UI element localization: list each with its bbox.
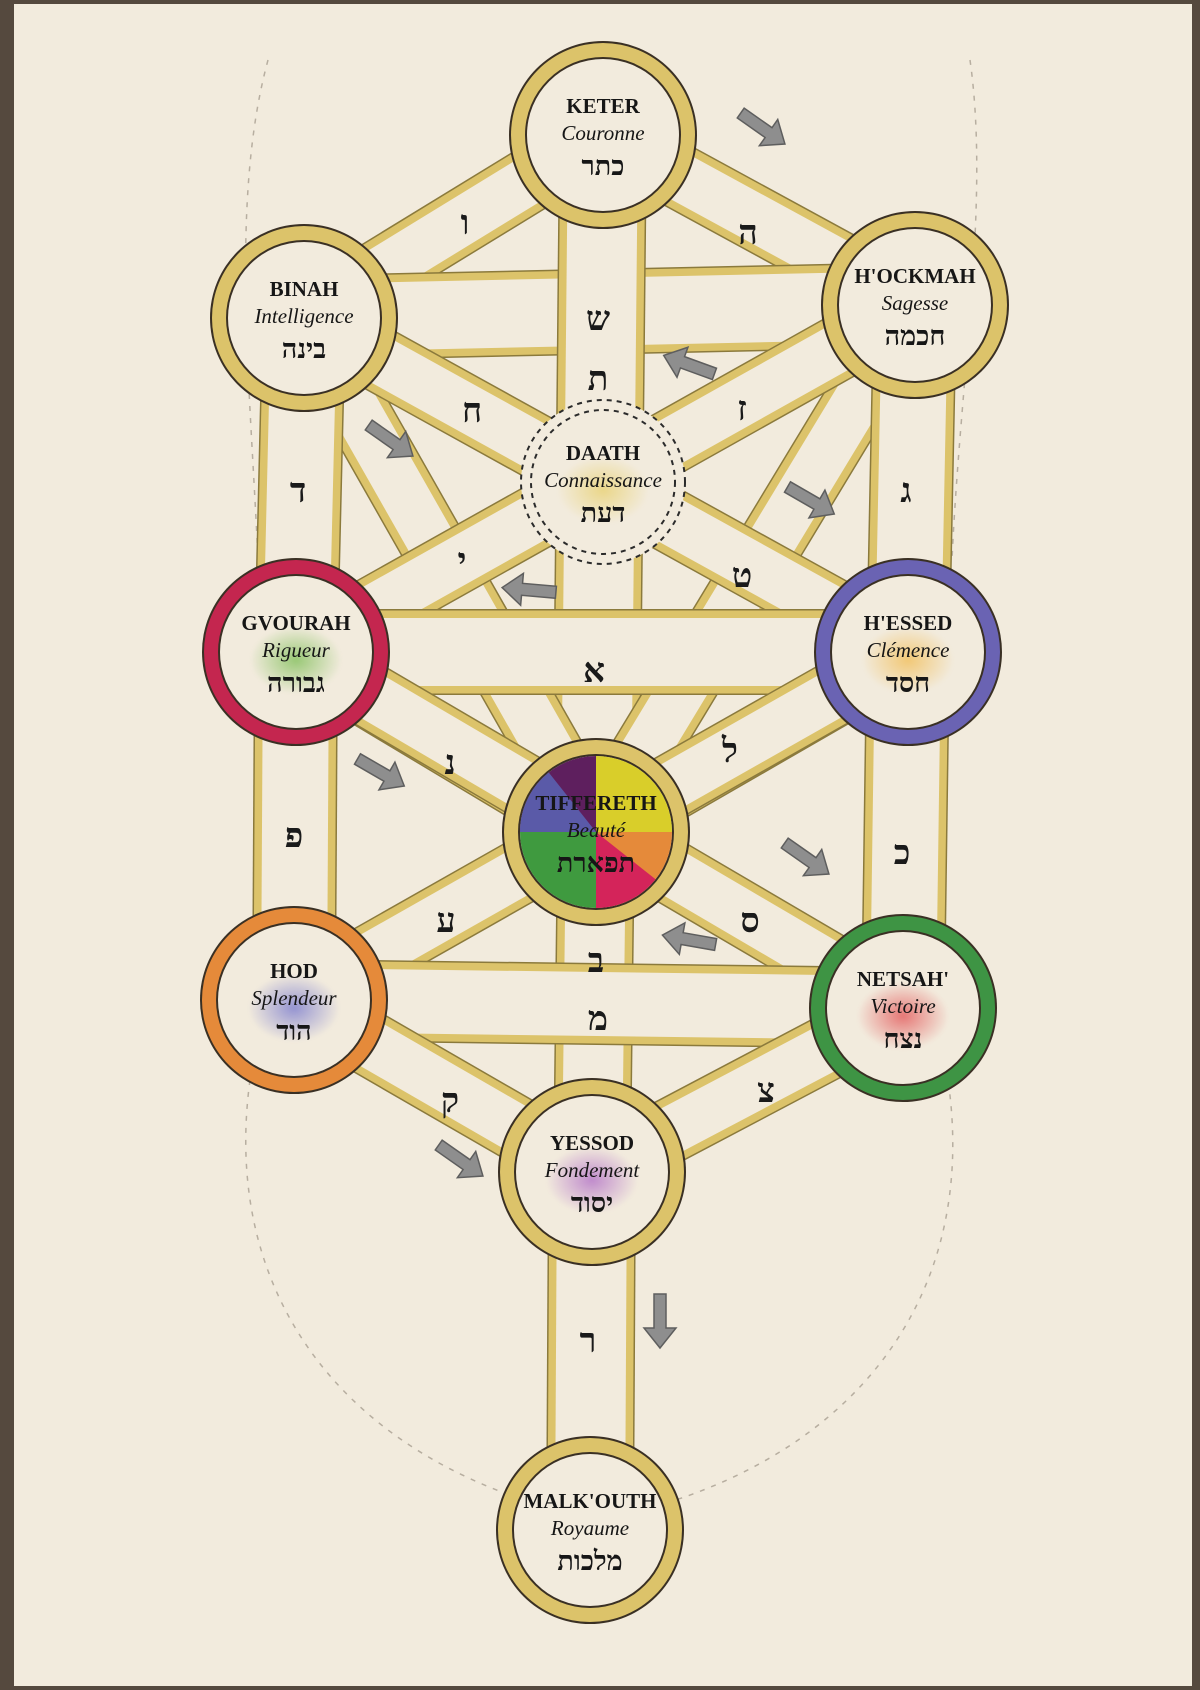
path-letter-yessod-malkouth: ר bbox=[580, 1321, 597, 1361]
sephira-translation: Rigueur bbox=[261, 638, 330, 662]
path-letter-binah-tiffereth: ח bbox=[462, 391, 482, 431]
sephira-translation: Sagesse bbox=[882, 291, 949, 315]
path-letter-hockmah-gvourah: ט bbox=[732, 556, 753, 596]
sephirot-layer: KETERCouronneכתרH'OCKMAHSagesseחכמהBINAH… bbox=[200, 41, 1009, 1624]
color-aura bbox=[248, 974, 340, 1042]
sephira-name: BINAH bbox=[270, 277, 339, 301]
upper-guide-orbit bbox=[244, 59, 978, 561]
path-letter-hod-netsah: מ bbox=[588, 999, 608, 1039]
path-letter-tiffereth-yessod: ב bbox=[588, 941, 604, 981]
quadrant-top-right bbox=[596, 756, 672, 832]
sephira-hebrew: הוד bbox=[276, 1016, 311, 1047]
sephira-tiffereth: TIFFERETH Beauté תפארת bbox=[502, 738, 690, 926]
path-letter-hod-yessod: ק bbox=[441, 1081, 459, 1121]
sephira-translation: Royaume bbox=[550, 1516, 629, 1540]
sephira-name: H'OCKMAH bbox=[854, 264, 975, 288]
sephira-name: H'ESSED bbox=[864, 611, 953, 635]
sephira-name: HOD bbox=[270, 959, 318, 983]
path-letter-gvourah-tiffereth: נ bbox=[444, 743, 455, 783]
path-letter-hockmah-hessed: ג bbox=[900, 471, 911, 511]
sephira-disc bbox=[839, 229, 991, 381]
flow-arrows bbox=[353, 107, 836, 1350]
color-aura bbox=[250, 626, 342, 694]
sephira-name: DAATH bbox=[566, 441, 640, 465]
sephira-yessod: YESSOD Fondement יסוד bbox=[498, 1078, 686, 1266]
color-aura bbox=[557, 456, 649, 524]
sephira-hebrew: יסוד bbox=[571, 1188, 613, 1219]
sephira-translation: Beauté bbox=[567, 818, 627, 842]
path-letter-keter-binah: ו bbox=[461, 203, 470, 243]
sephira-translation: Fondement bbox=[544, 1158, 641, 1182]
path-letter-hessed-netsah: כ bbox=[894, 833, 911, 873]
path-letter-hessed-tiffereth: ל bbox=[721, 731, 738, 771]
sephira-translation: Splendeur bbox=[251, 986, 337, 1010]
path-letter-binah-hessed: י bbox=[458, 541, 467, 581]
path-letter-binah-hockmah: ש bbox=[586, 299, 610, 339]
path-letter-netsah-yessod: צ bbox=[757, 1071, 775, 1111]
sephira-keter: KETER Couronne כתר bbox=[509, 41, 697, 229]
sephira-malkouth: MALK'OUTH Royaume מלכות bbox=[496, 1436, 684, 1624]
sephira-translation: Clémence bbox=[867, 638, 950, 662]
sephira-name: MALK'OUTH bbox=[523, 1489, 656, 1513]
sephira-netsah: NETSAH' Victoire נצח bbox=[809, 914, 997, 1102]
sephira-hessed: H'ESSED Clémence חסד bbox=[814, 558, 1002, 746]
sephira-hebrew: מלכות bbox=[557, 1546, 622, 1577]
sephira-name: KETER bbox=[566, 94, 640, 118]
sephira-binah: BINAH Intelligence בינה bbox=[210, 224, 398, 412]
sephira-hebrew: תפארת bbox=[557, 848, 635, 879]
flow-arrow-icon bbox=[500, 571, 558, 607]
sephira-name: TIFFERETH bbox=[535, 791, 656, 815]
sephira-name: YESSOD bbox=[550, 1131, 634, 1155]
color-aura bbox=[862, 626, 954, 694]
flow-arrow-icon bbox=[353, 752, 406, 791]
sephira-translation: Intelligence bbox=[253, 304, 353, 328]
flow-arrow-icon bbox=[434, 1139, 484, 1179]
color-aura bbox=[546, 1146, 638, 1214]
color-aura bbox=[857, 982, 949, 1050]
sephira-translation: Victoire bbox=[870, 994, 935, 1018]
sephira-daath: DAATH Connaissance דעת bbox=[520, 399, 686, 565]
sephira-disc bbox=[228, 242, 380, 394]
path-letter-keter-hockmah: ה bbox=[738, 213, 758, 253]
quadrant-bottom-left bbox=[520, 832, 596, 908]
sephira-gvourah: GVOURAH Rigueur גבורה bbox=[202, 558, 390, 746]
sephira-hockmah: H'OCKMAH Sagesse חכמה bbox=[821, 211, 1009, 399]
sephira-hebrew: חכמה bbox=[885, 321, 946, 352]
sephira-hod: HOD Splendeur הוד bbox=[200, 906, 388, 1094]
sephira-translation: Couronne bbox=[561, 121, 644, 145]
path-letter-hessed-hod: ס bbox=[740, 901, 759, 941]
sephira-hebrew: בינה bbox=[282, 334, 326, 365]
sephira-hebrew: חסד bbox=[886, 668, 930, 699]
flow-arrow-icon bbox=[780, 837, 830, 877]
sephira-disc bbox=[527, 59, 679, 211]
sephira-hebrew: נצח bbox=[884, 1024, 923, 1055]
flow-arrow-icon bbox=[364, 419, 414, 459]
path-letter-gvourah-hessed: א bbox=[583, 651, 605, 691]
sephira-disc bbox=[514, 1454, 666, 1606]
path-letter-gvourah-hod: פ bbox=[285, 816, 304, 856]
sephira-hebrew: כתר bbox=[582, 151, 625, 182]
path-letter-gvourah-netsah: ע bbox=[436, 901, 455, 941]
path-letter-hockmah-tiffereth: ז bbox=[737, 389, 746, 429]
flow-arrow-icon bbox=[662, 346, 718, 381]
path-letters: ו ה שת ח ז ד ג י ט א נ ל פ כ ע ס במ ק צ ר bbox=[285, 203, 912, 1361]
flow-arrow-icon bbox=[736, 107, 786, 147]
sephira-name: GVOURAH bbox=[241, 611, 350, 635]
flow-arrow-icon bbox=[661, 921, 718, 957]
flow-arrow-icon bbox=[642, 1293, 678, 1350]
sephira-name: NETSAH' bbox=[857, 967, 949, 991]
path-hod-netsah bbox=[293, 959, 904, 1049]
sephira-hebrew: דעת bbox=[581, 498, 626, 529]
path-letter-keter-tiffereth: ת bbox=[588, 359, 609, 399]
flow-arrow-icon bbox=[783, 480, 836, 519]
path-letter-binah-gvourah: ד bbox=[290, 471, 306, 511]
sephira-translation: Connaissance bbox=[544, 468, 662, 492]
sephira-hebrew: גבורה bbox=[267, 668, 325, 699]
